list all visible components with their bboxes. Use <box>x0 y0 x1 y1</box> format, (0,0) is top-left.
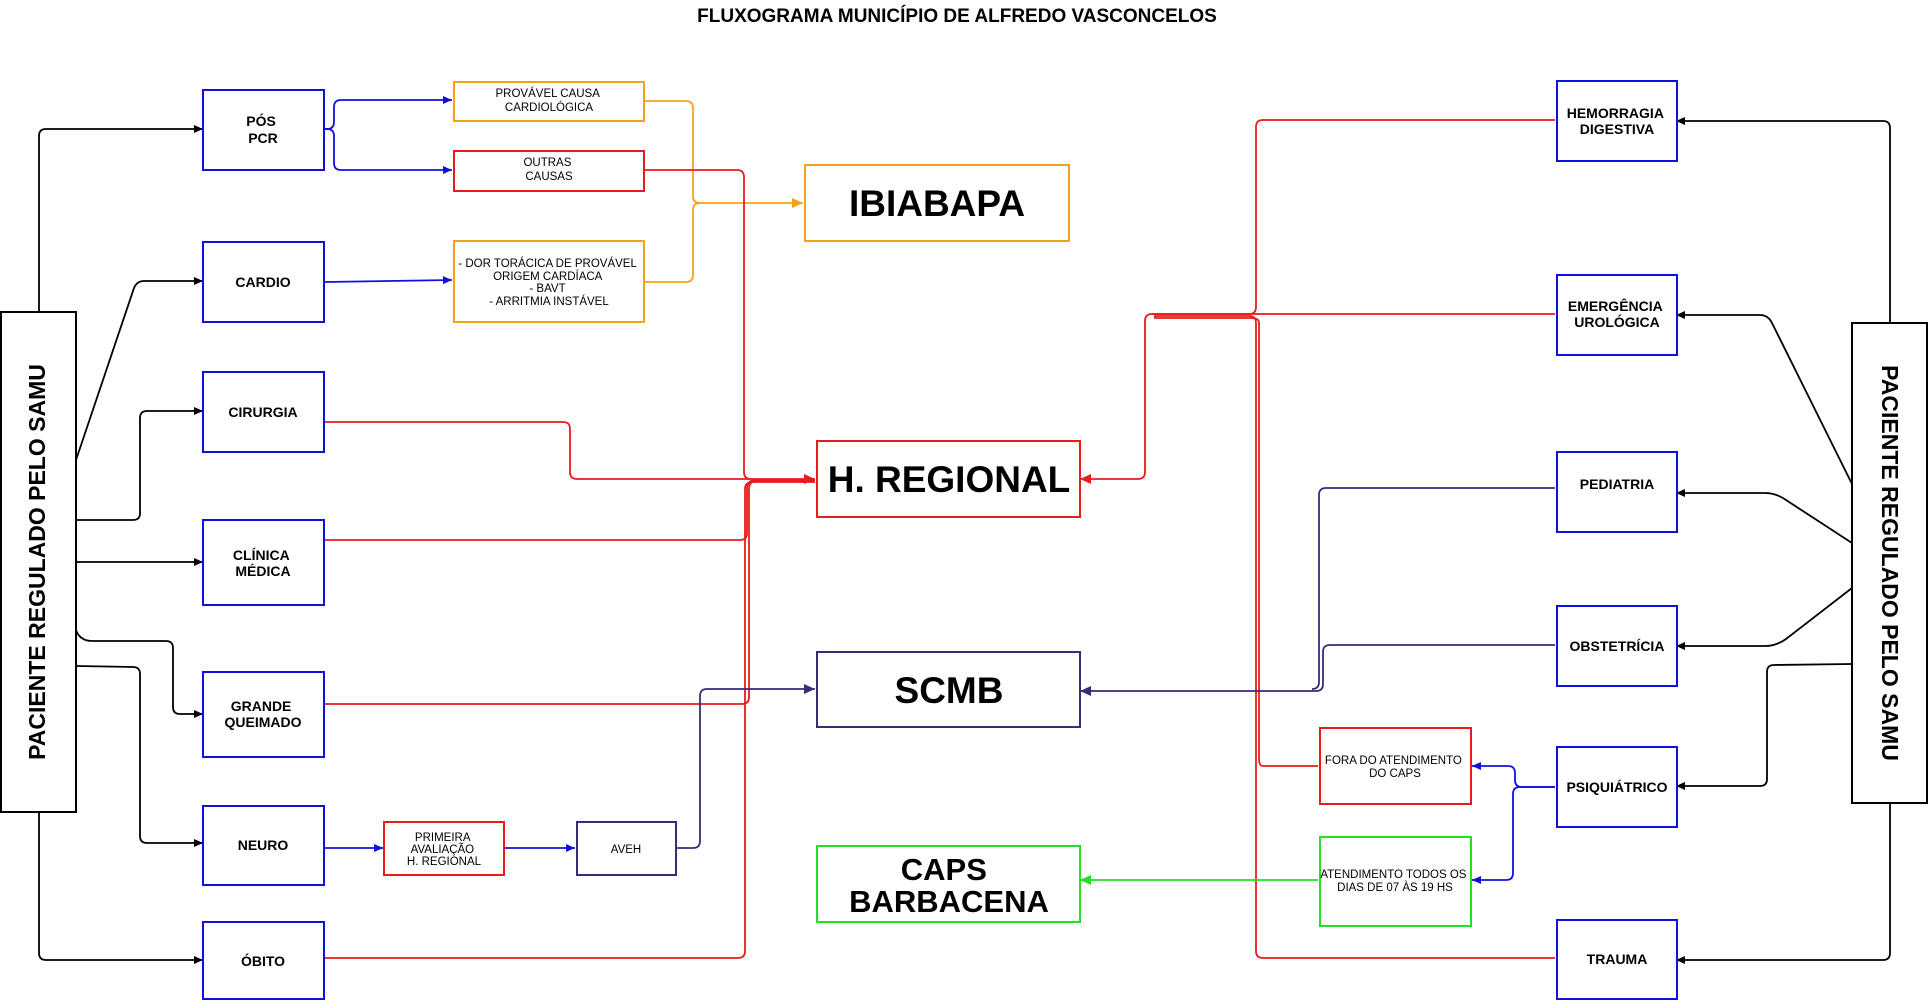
node-clinica-medica: CLÍNICA MÉDICA <box>202 519 325 606</box>
edge-provavel-ibiabapa <box>645 100 803 208</box>
node-grande-queimado: GRANDE QUEIMADO <box>202 671 325 758</box>
edge-pediatria-scmb <box>1311 487 1555 690</box>
node-dor-toracica: - DOR TORÁCICA DE PROVÁVEL ORIGEM CARDÍA… <box>453 240 645 323</box>
edge-rsamu-pediatria <box>1676 489 1853 544</box>
edge-rsamu-hemorragia <box>1676 117 1891 323</box>
node-psiquiatrico-label: PSIQUIÁTRICO <box>1566 779 1667 795</box>
edge-clinica-hregional <box>325 479 815 541</box>
node-atendimento-todos: ATENDIMENTO TODOS OS DIAS DE 07 ÀS 19 HS <box>1319 836 1472 927</box>
edge-samu-pospcr <box>38 125 203 312</box>
node-aveh: AVEH <box>576 821 677 876</box>
edge-samu-neuro <box>75 665 203 847</box>
node-pos-pcr-label: PÓS PCR <box>246 112 279 146</box>
node-trauma-label: TRAUMA <box>1587 951 1648 967</box>
node-hemorragia-digestiva: HEMORRAGIA DIGESTIVA <box>1556 80 1678 162</box>
node-pediatria: PEDIATRIA <box>1556 451 1678 533</box>
left-samu-label: PACIENTE REGULADO PELO SAMU <box>24 364 50 760</box>
node-fora-atendimento-label: FORA DO ATENDIMENTO DO CAPS <box>1325 755 1465 780</box>
left-samu-box: PACIENTE REGULADO PELO SAMU <box>0 311 77 813</box>
node-fora-atendimento: FORA DO ATENDIMENTO DO CAPS <box>1319 727 1472 805</box>
node-trauma: TRAUMA <box>1556 919 1678 1000</box>
node-hemorragia-digestiva-label: HEMORRAGIA DIGESTIVA <box>1567 105 1668 137</box>
node-neuro-label: NEURO <box>238 837 289 853</box>
edge-samu-obito <box>38 812 203 964</box>
edge-obstetricia-scmb <box>1080 644 1555 696</box>
node-pediatria-label: PEDIATRIA <box>1580 476 1654 492</box>
edge-rsamu-psiquiatrico <box>1676 663 1853 790</box>
node-obstetricia-label: OBSTETRÍCIA <box>1570 638 1665 654</box>
node-cardio-label: CARDIO <box>235 274 290 290</box>
node-outras-causas: OUTRAS CAUSAS <box>453 150 645 192</box>
dest-caps-barbacena: CAPS BARBACENA <box>816 845 1081 923</box>
edge-rsamu-obstetricia <box>1676 587 1853 650</box>
diagram-title: FLUXOGRAMA MUNICÍPIO DE ALFREDO VASCONCE… <box>697 5 1217 27</box>
right-samu-box: PACIENTE REGULADO PELO SAMU <box>1851 322 1928 804</box>
node-grande-queimado-label: GRANDE QUEIMADO <box>225 698 302 730</box>
edge-psiq-atendimento <box>1472 786 1555 884</box>
right-samu-label: PACIENTE REGULADO PELO SAMU <box>1877 365 1903 761</box>
node-primeira-avaliacao-label: PRIMEIRA AVALIAÇÃO H. REGIONAL <box>407 832 482 868</box>
connectors <box>38 96 1891 964</box>
edge-samu-cardio <box>75 277 203 461</box>
node-cirurgia-label: CIRURGIA <box>228 404 297 420</box>
node-cirurgia: CIRURGIA <box>202 371 325 453</box>
dest-h-regional-label: H. REGIONAL <box>828 459 1071 500</box>
edge-emergencia-hregional <box>1080 313 1555 484</box>
dest-scmb: SCMB <box>816 651 1081 728</box>
dest-scmb-label: SCMB <box>895 670 1004 711</box>
node-psiquiatrico: PSIQUIÁTRICO <box>1556 746 1678 828</box>
edge-samu-cirurgia <box>76 407 203 521</box>
node-pos-pcr: PÓS PCR <box>202 89 325 171</box>
edge-fora-hregional <box>1154 317 1318 767</box>
node-primeira-avaliacao: PRIMEIRA AVALIAÇÃO H. REGIONAL <box>383 821 505 876</box>
edge-cirurgia-hregional <box>325 421 751 480</box>
node-dor-toracica-label: - DOR TORÁCICA DE PROVÁVEL ORIGEM CARDÍA… <box>458 257 639 308</box>
edge-psiq-fora <box>1472 762 1555 788</box>
node-obito-label: ÓBITO <box>241 952 285 969</box>
edge-rsamu-emergencia <box>1676 311 1853 485</box>
node-cardio: CARDIO <box>202 241 325 323</box>
node-aveh-label: AVEH <box>611 844 641 856</box>
node-emergencia-urologica: EMERGÊNCIA UROLÓGICA <box>1556 274 1678 356</box>
edge-pospcr-provavel <box>325 96 452 130</box>
edge-obito-hregional <box>325 481 815 959</box>
edge-rsamu-trauma <box>1676 803 1891 964</box>
dest-ibiabapa-label: IBIABAPA <box>849 183 1025 224</box>
edge-queimado-hregional <box>325 480 815 705</box>
edge-aveh-scmb <box>677 684 815 849</box>
dest-h-regional: H. REGIONAL <box>816 440 1081 518</box>
edge-cardio-dor <box>324 276 453 285</box>
edge-hemorragia-hregional <box>1152 119 1555 315</box>
node-obito: ÓBITO <box>202 921 325 1000</box>
node-atendimento-todos-label: ATENDIMENTO TODOS OS DIAS DE 07 ÀS 19 HS <box>1320 869 1469 894</box>
edge-outras-hregional <box>645 169 815 484</box>
node-provavel-causa: PROVÁVEL CAUSA CARDIOLÓGICA <box>453 81 645 122</box>
dest-caps-barbacena-label: CAPS BARBACENA <box>849 847 1049 919</box>
dest-ibiabapa: IBIABAPA <box>804 164 1070 242</box>
node-provavel-causa-label: PROVÁVEL CAUSA CARDIOLÓGICA <box>496 87 603 114</box>
edge-pospcr-outras <box>325 128 452 174</box>
edge-dor-ibiabapa <box>645 202 701 283</box>
edge-trauma-hregional <box>1154 315 1555 959</box>
node-outras-causas-label: OUTRAS CAUSAS <box>523 157 574 183</box>
node-neuro: NEURO <box>202 805 325 886</box>
node-emergencia-urologica-label: EMERGÊNCIA UROLÓGICA <box>1568 297 1666 330</box>
edge-samu-queimado <box>75 629 203 718</box>
node-obstetricia: OBSTETRÍCIA <box>1556 605 1678 687</box>
node-clinica-medica-label: CLÍNICA MÉDICA <box>233 547 293 579</box>
